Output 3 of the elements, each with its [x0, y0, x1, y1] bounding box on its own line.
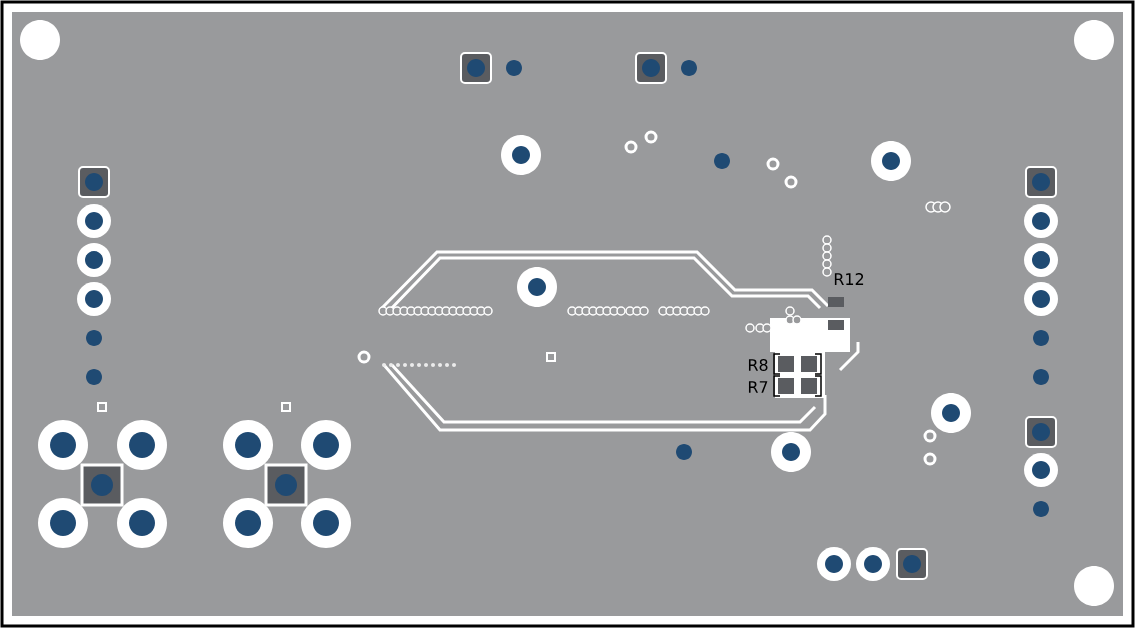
component-label: R8: [748, 358, 768, 371]
component-label: R12: [834, 273, 864, 285]
component-label: R7: [748, 381, 768, 393]
